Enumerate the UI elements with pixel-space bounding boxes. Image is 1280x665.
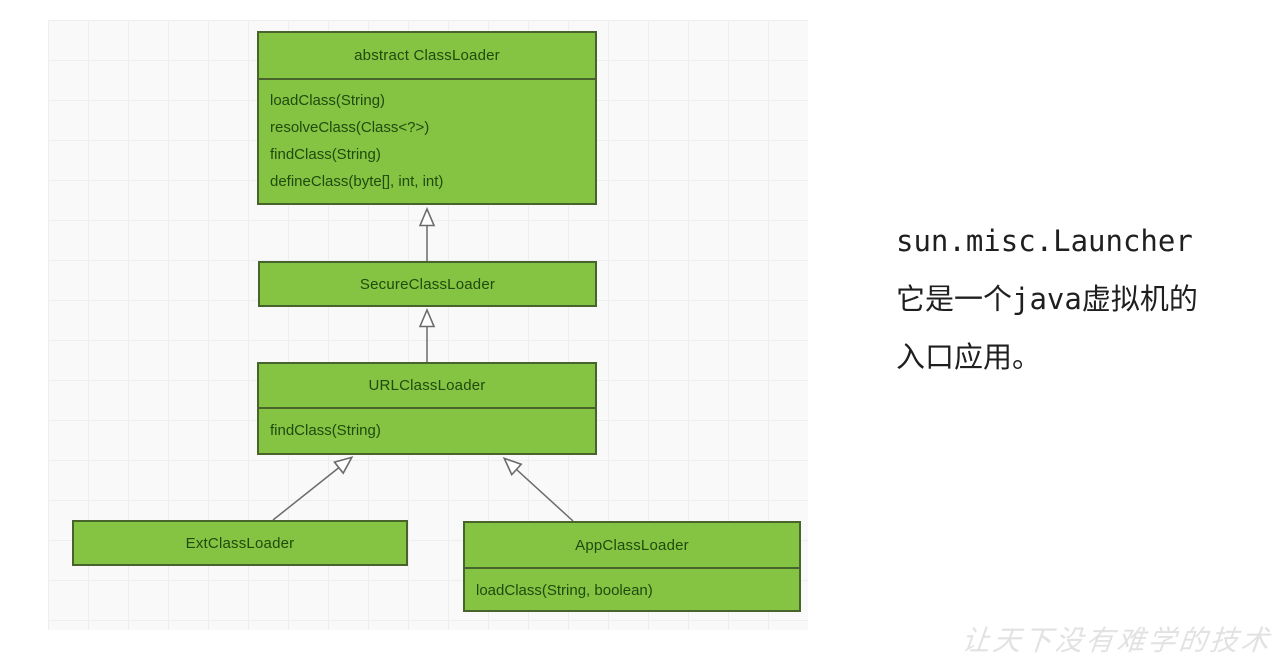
class-box-secureclassloader: SecureClassLoader (258, 261, 597, 307)
class-method: loadClass(String) (270, 92, 386, 109)
class-box-urlclassloader: URLClassLoader findClass(String) (257, 362, 597, 455)
class-title: abstract ClassLoader (354, 47, 500, 64)
side-note-line1: sun.misc.Launcher (896, 224, 1193, 258)
class-method: loadClass(String, boolean) (476, 582, 653, 599)
class-box-extclassloader: ExtClassLoader (72, 520, 408, 566)
class-method: findClass(String) (270, 422, 381, 439)
side-note-line3: 入口应用。 (896, 340, 1042, 374)
class-title: URLClassLoader (368, 377, 486, 394)
class-box-appclassloader: AppClassLoader loadClass(String, boolean… (463, 521, 801, 612)
class-title: ExtClassLoader (185, 534, 295, 552)
class-method: findClass(String) (270, 146, 381, 163)
side-note: sun.misc.Launcher 它是一个java虚拟机的 入口应用。 (896, 212, 1256, 386)
class-methods: loadClass(String, boolean) (465, 567, 799, 610)
class-method: resolveClass(Class<?>) (270, 119, 430, 136)
side-note-line2: 它是一个java虚拟机的 (896, 282, 1198, 316)
class-method: defineClass(byte[], int, int) (270, 173, 444, 190)
watermark: 让天下没有难学的技术 (960, 624, 1274, 657)
class-title: SecureClassLoader (359, 275, 496, 293)
class-title: AppClassLoader (575, 536, 689, 554)
class-methods: findClass(String) (259, 407, 595, 450)
class-methods: loadClass(String) resolveClass(Class<?>)… (259, 78, 595, 201)
class-box-classloader: abstract ClassLoader loadClass(String) r… (257, 31, 597, 205)
